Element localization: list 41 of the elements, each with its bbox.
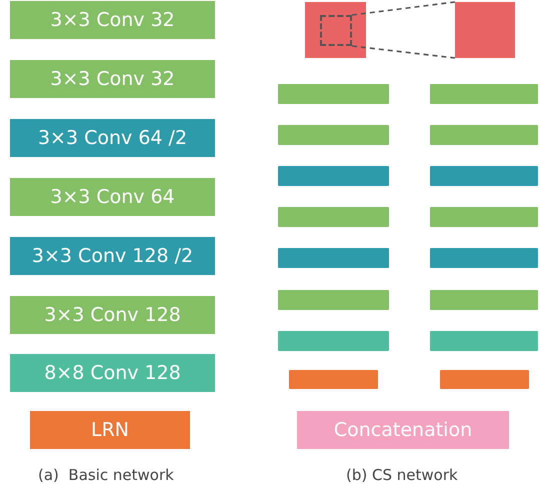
layer-bar <box>430 207 538 227</box>
layer-box <box>297 411 509 449</box>
layer-bar <box>278 331 389 351</box>
layer-box <box>10 1 215 39</box>
layer-bar <box>430 331 538 351</box>
layer-bar <box>430 166 538 186</box>
layer-label: 3×3 Conv 64 /2 <box>38 127 188 149</box>
layer-box <box>10 354 215 392</box>
layer-label: 3×3 Conv 128 /2 <box>32 245 194 267</box>
layer-box <box>10 296 215 334</box>
layer-label: 8×8 Conv 128 <box>44 362 181 384</box>
layer-box <box>30 411 190 449</box>
layer-bar <box>278 125 389 145</box>
caption: (b) CS network <box>346 466 458 484</box>
square-block <box>305 2 366 58</box>
layer-label: 3×3 Conv 64 <box>50 186 175 208</box>
dashed-square <box>320 15 352 46</box>
layer-bar <box>430 248 538 268</box>
layer-box <box>10 237 215 275</box>
layer-box <box>10 178 215 216</box>
layer-bar <box>278 290 389 310</box>
dashed-connector <box>352 1 456 16</box>
layer-box <box>10 60 215 98</box>
layer-bar <box>278 207 389 227</box>
layer-label: Concatenation <box>334 419 472 441</box>
layer-bar <box>430 84 538 104</box>
layer-bar <box>278 84 389 104</box>
layer-label: 3×3 Conv 128 <box>44 304 181 326</box>
layer-bar <box>440 370 529 389</box>
layer-bar <box>430 125 538 145</box>
layer-bar <box>278 166 389 186</box>
layer-bar <box>278 248 389 268</box>
layer-label: LRN <box>91 419 129 441</box>
layer-bar <box>430 290 538 310</box>
square-block <box>455 2 515 58</box>
layer-box <box>10 119 215 157</box>
dashed-connector <box>352 45 456 59</box>
caption: (a) Basic network <box>38 466 174 484</box>
layer-bar <box>289 370 378 389</box>
layer-label: 3×3 Conv 32 <box>50 68 175 90</box>
layer-label: 3×3 Conv 32 <box>50 9 175 31</box>
